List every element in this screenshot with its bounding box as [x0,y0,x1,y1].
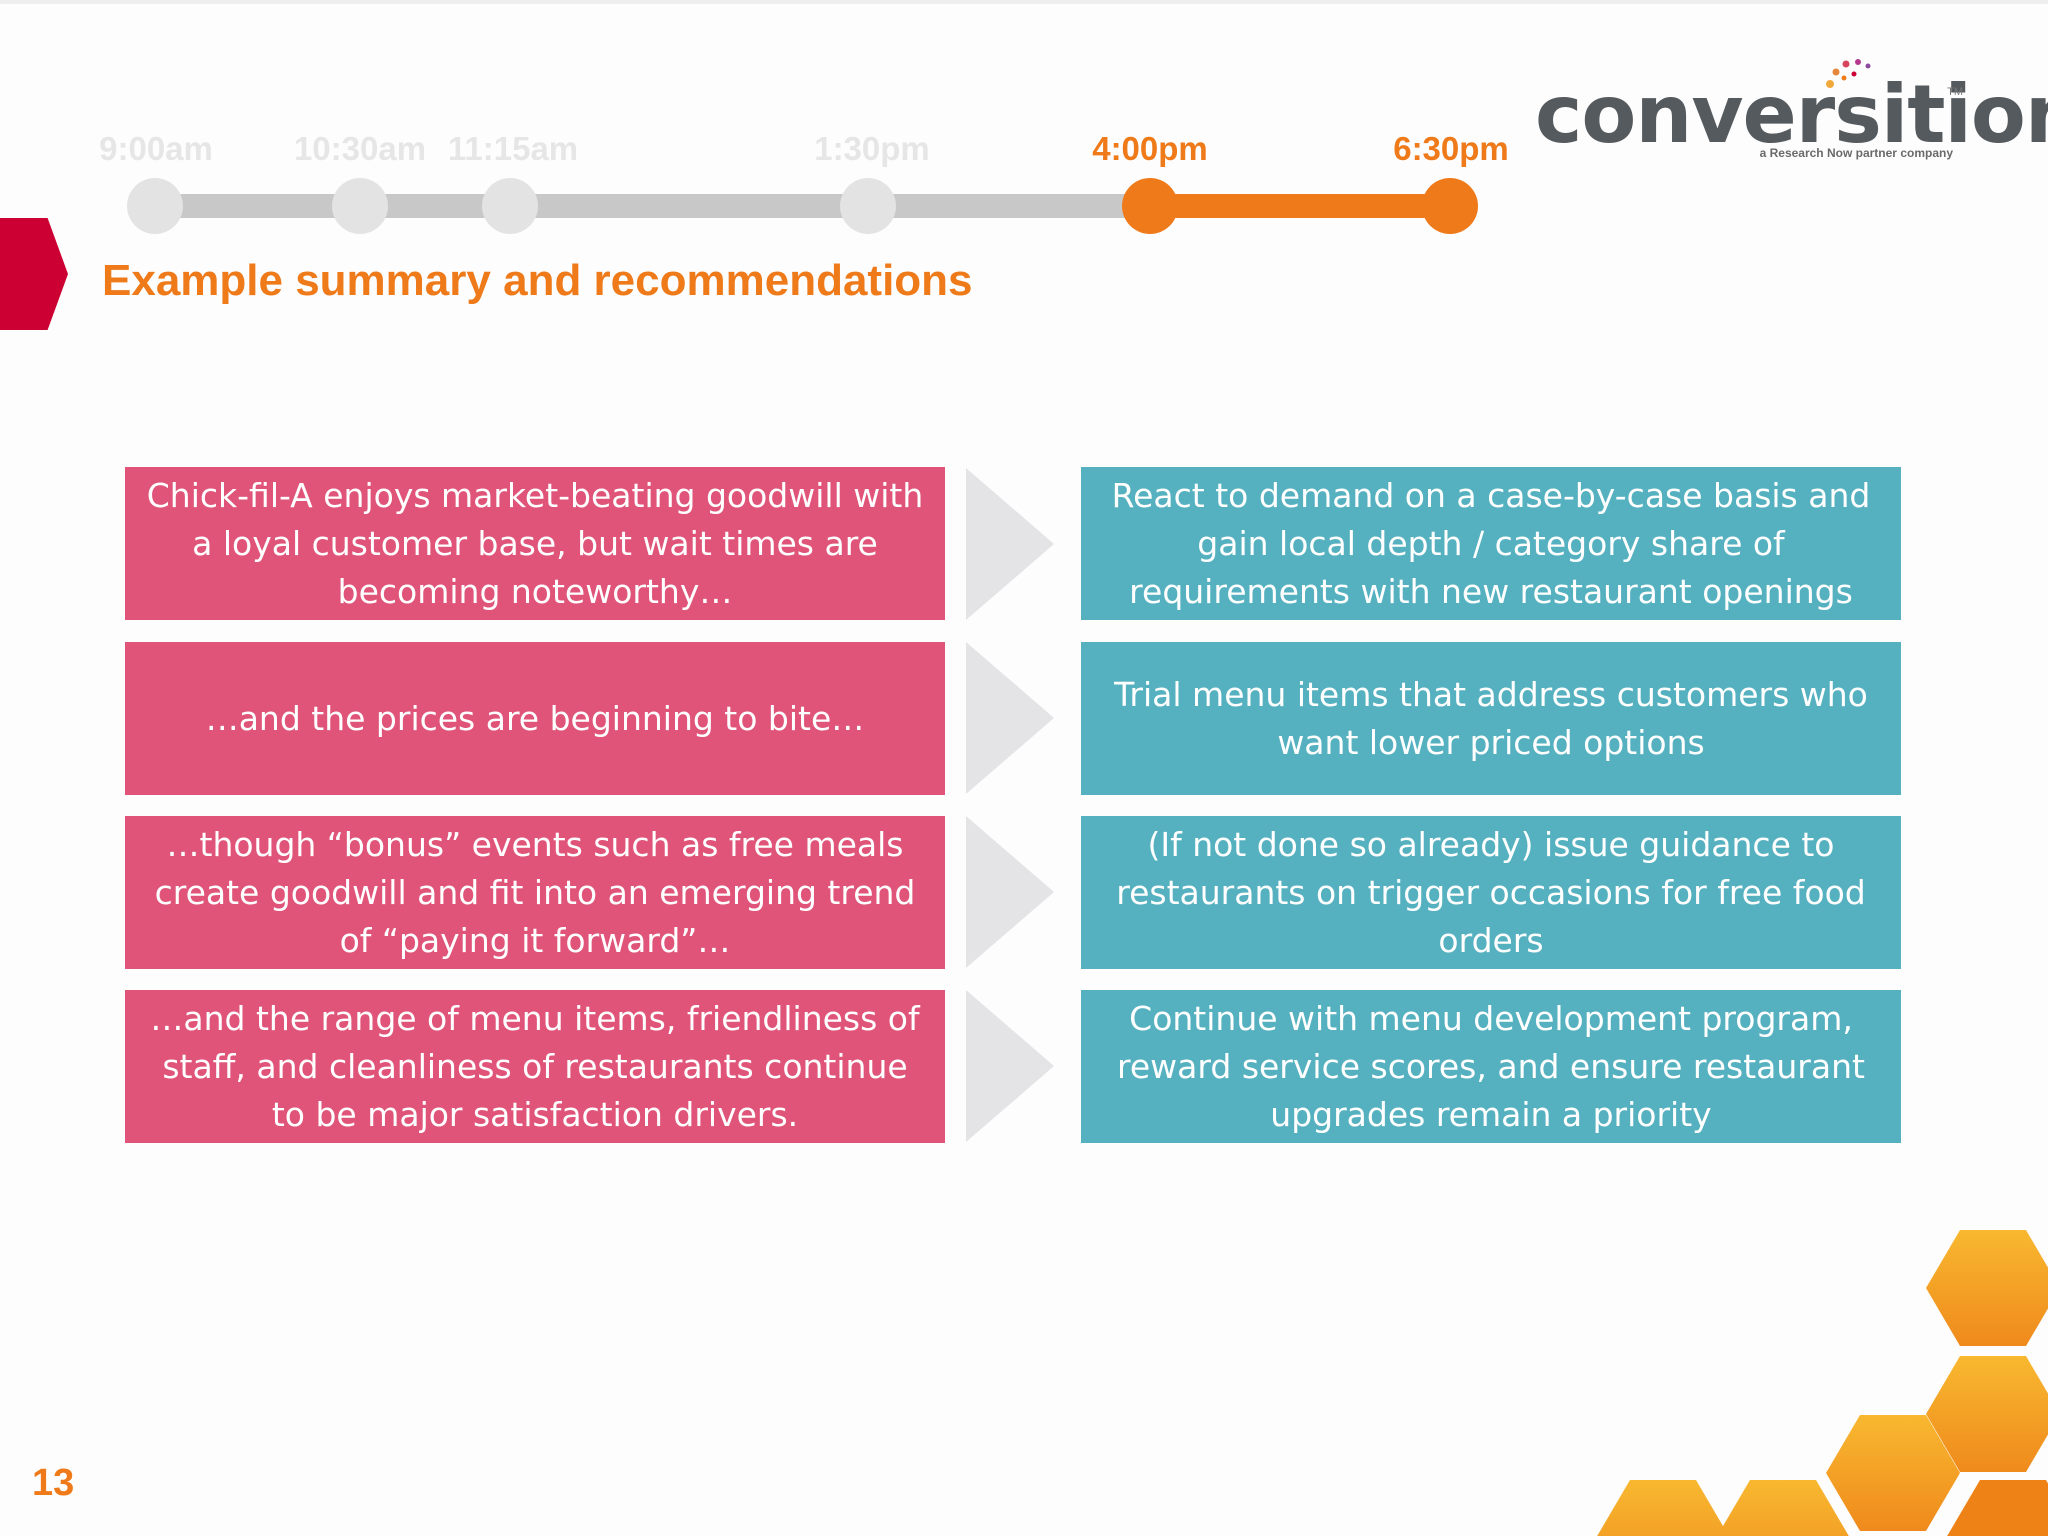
timeline-segment [510,194,868,218]
timeline-segment [868,194,1150,218]
finding-box: …though “bonus” events such as free meal… [125,816,945,969]
recommendation-box: Trial menu items that address customers … [1081,642,1901,795]
timeline-dot [332,178,388,234]
finding-box: …and the range of menu items, friendline… [125,990,945,1143]
finding-text: …though “bonus” events such as free meal… [154,824,916,960]
logo-trademark: TM [1947,86,1963,98]
recommendation-box: React to demand on a case-by-case basis … [1081,467,1901,620]
timeline-dot [127,178,183,234]
arrow-right-icon [966,642,1054,794]
arrow-right-icon [966,816,1054,968]
recommendation-box: Continue with menu development program, … [1081,990,1901,1143]
timeline-dot-active [1122,178,1178,234]
recommendation-text: Trial menu items that address customers … [1114,674,1868,762]
finding-text: Chick-fil-A enjoys market-beating goodwi… [146,475,924,611]
arrow-right-icon [966,468,1054,620]
timeline-dot [482,178,538,234]
finding-text: …and the prices are beginning to bite… [205,698,865,738]
timeline-dot-active [1422,178,1478,234]
recommendation-text: React to demand on a case-by-case basis … [1111,475,1871,611]
slide-title: Example summary and recommendations [102,256,973,305]
recommendation-box: (If not done so already) issue guidance … [1081,816,1901,969]
conversition-logo: conversition TM a Research Now partner c… [1535,56,2048,166]
top-border [0,0,2048,4]
timeline-label-3: 1:30pm [814,130,930,167]
timeline-label-4: 4:00pm [1092,130,1208,167]
recommendation-text: Continue with menu development program, … [1117,998,1865,1134]
timeline-segment [155,194,360,218]
logo-wordmark: conversition [1535,68,2048,161]
timeline-label-0: 9:00am [99,130,213,167]
arrow-right-icon [966,990,1054,1142]
page-number: 13 [32,1462,75,1504]
timeline-label-1: 10:30am [293,130,427,167]
recommendation-text: (If not done so already) issue guidance … [1116,824,1866,960]
timeline: 9:00am 10:30am 11:15am 1:30pm 4:00pm 6:3… [0,0,1560,250]
finding-text: …and the range of menu items, friendline… [150,998,920,1134]
logo-tagline: a Research Now partner company [1759,146,1953,160]
finding-box: …and the prices are beginning to bite… [125,642,945,795]
logo-dots-icon [1826,59,1871,88]
timeline-dot [840,178,896,234]
timeline-label-2: 11:15am [447,130,579,167]
hexagon-decoration-icon [1597,1230,2048,1536]
timeline-label-5: 6:30pm [1393,130,1509,167]
timeline-segment-active [1150,194,1450,218]
finding-box: Chick-fil-A enjoys market-beating goodwi… [125,467,945,620]
